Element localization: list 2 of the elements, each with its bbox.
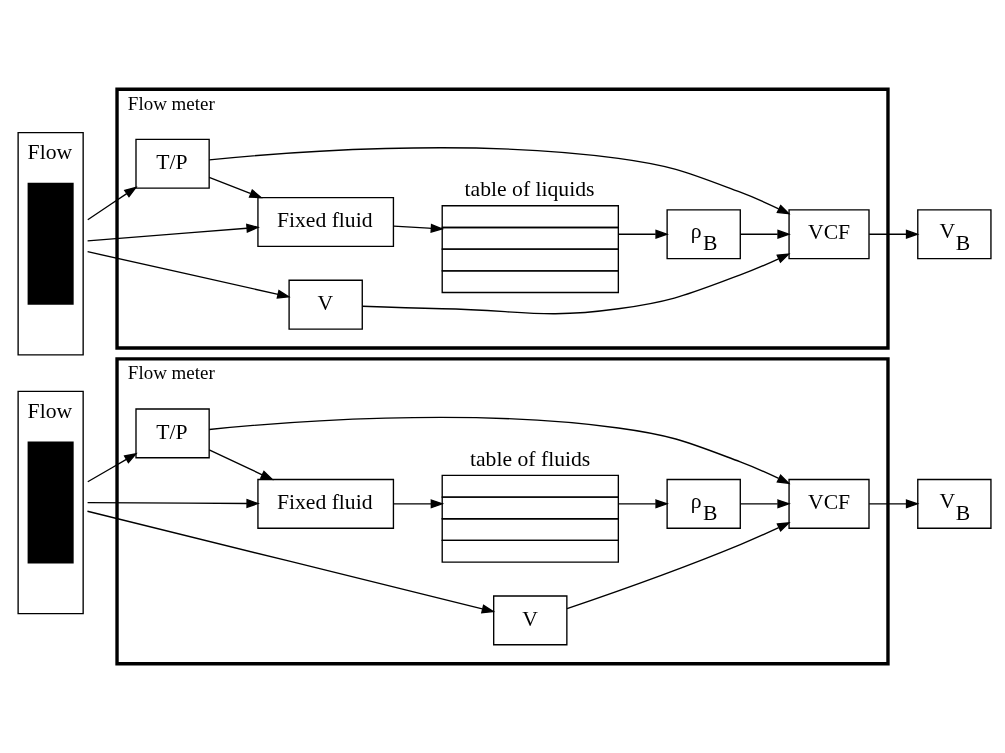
node-label: table of fluids [469, 446, 591, 471]
node-label: table of liquids [464, 177, 595, 202]
